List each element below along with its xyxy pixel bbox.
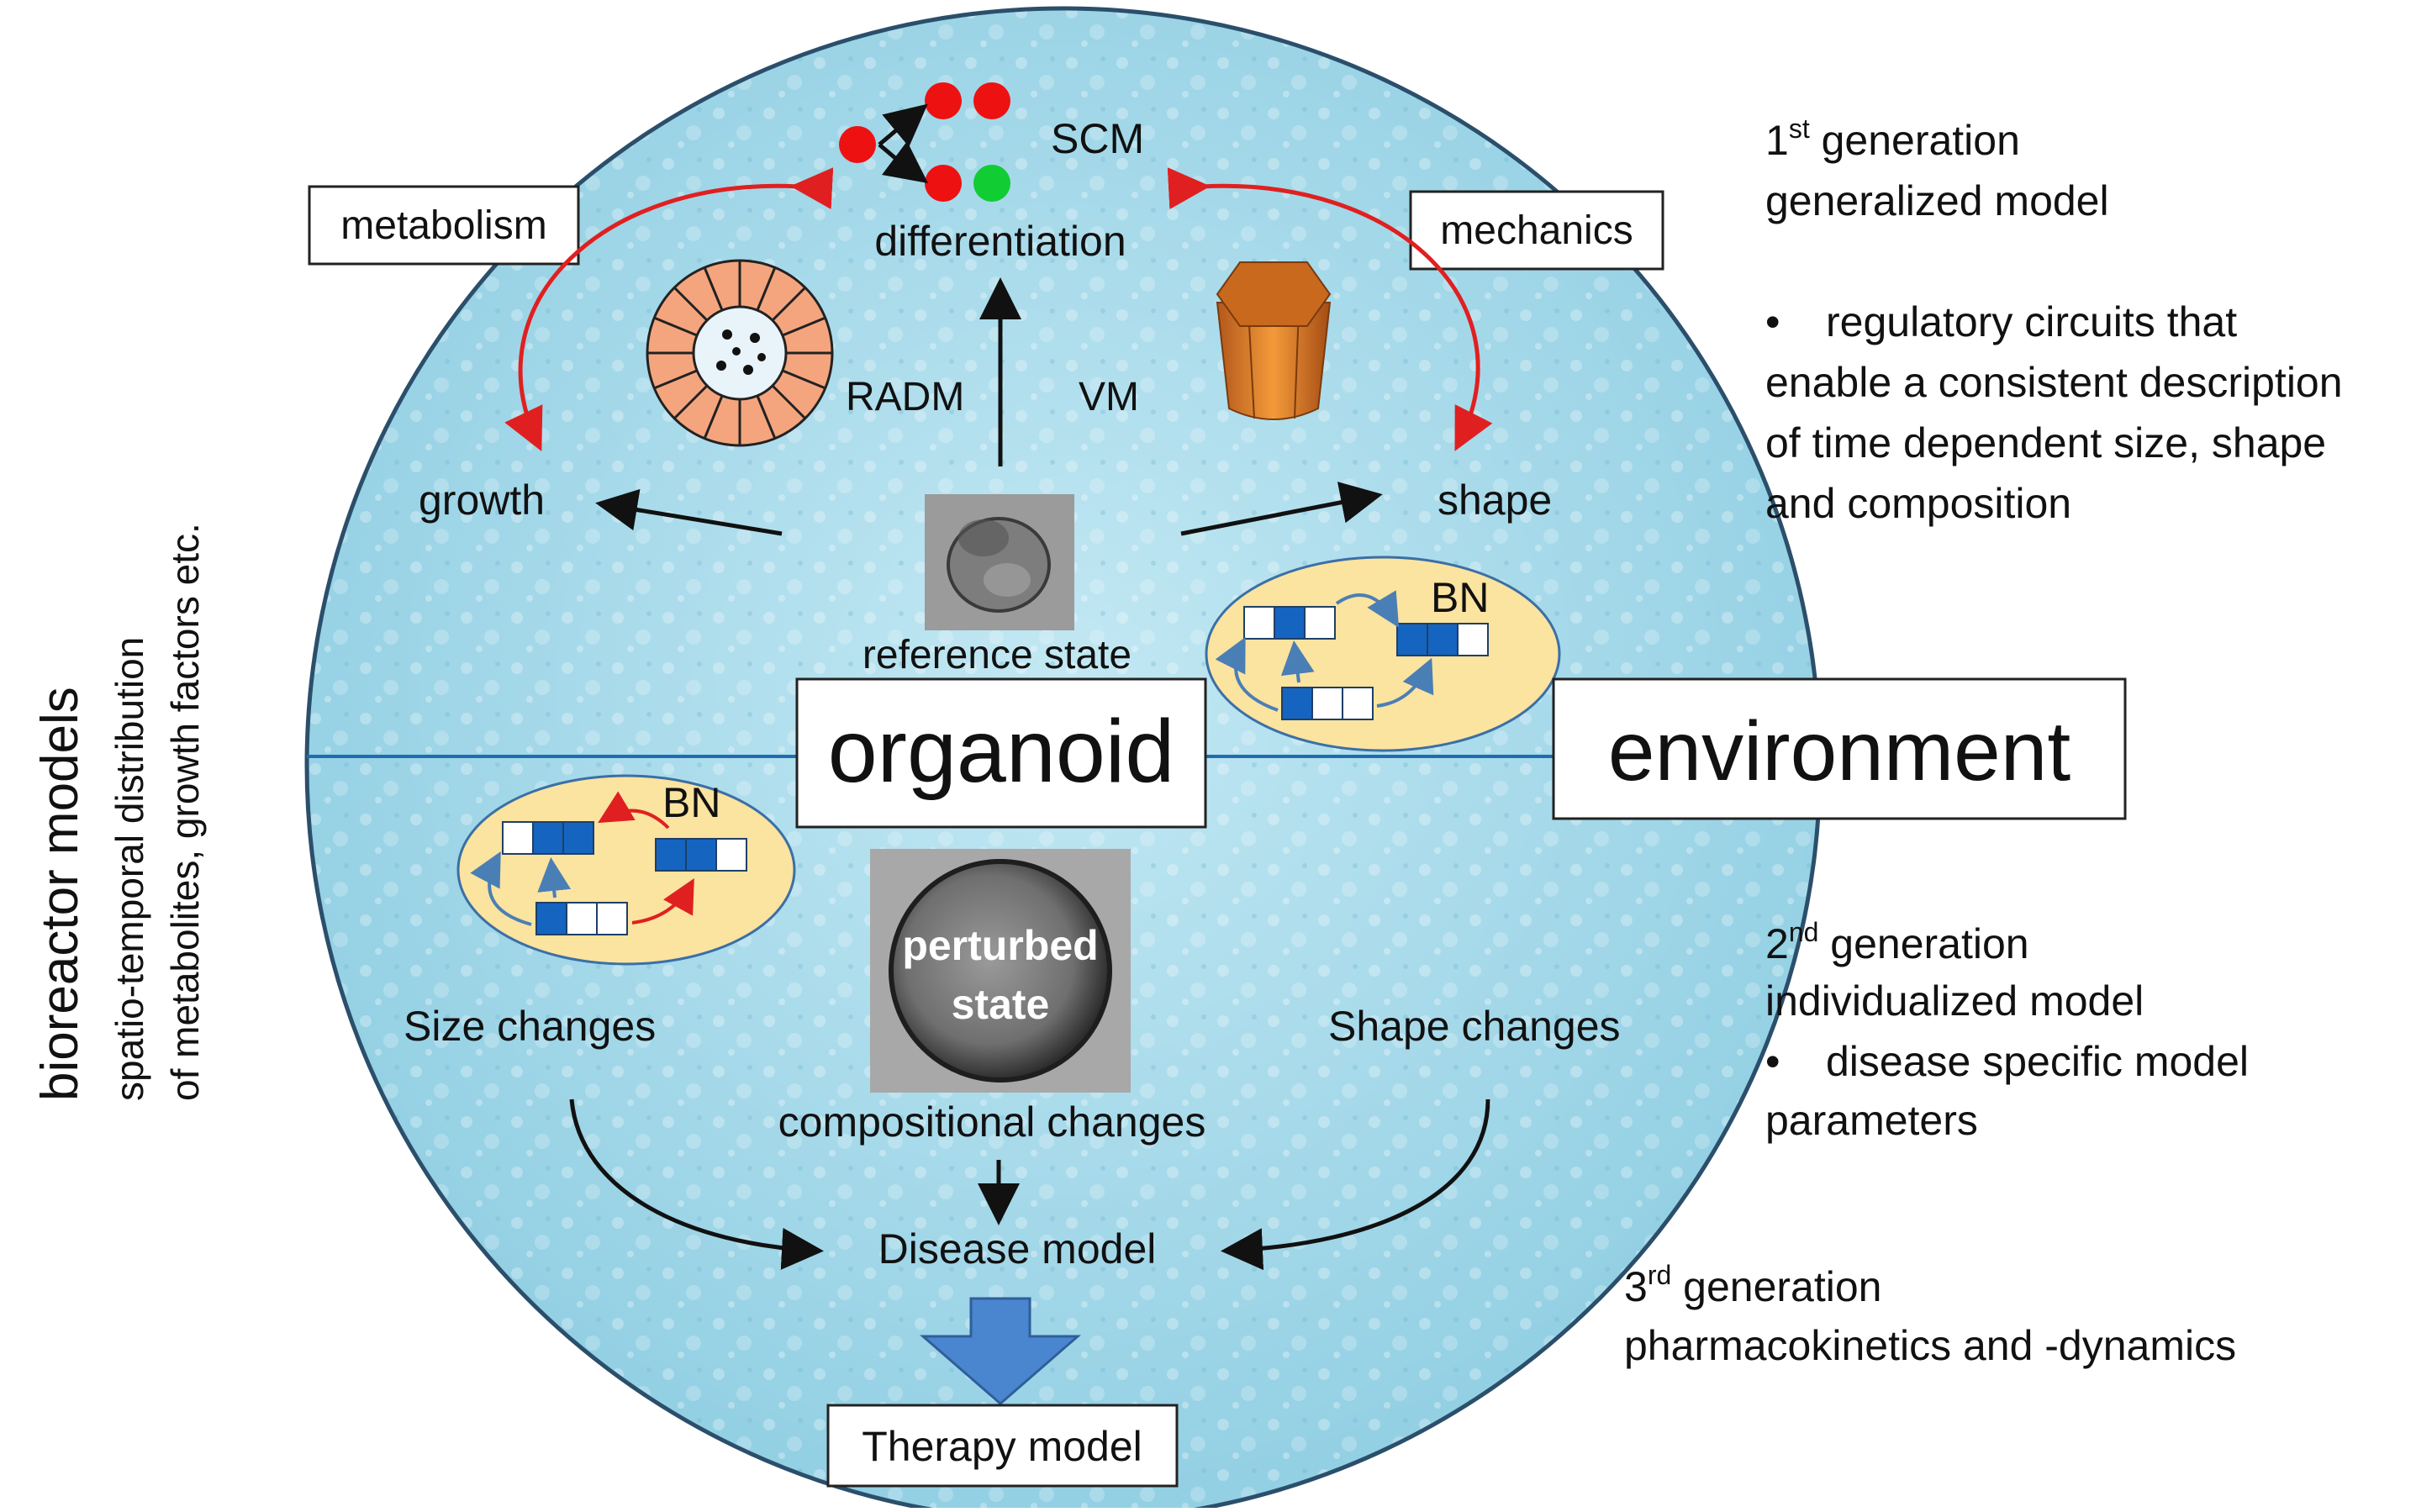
second-generation-text: 2nd generation individualized model • di… [1765,917,2249,1144]
red-arrow-right [1167,167,1493,451]
perturbed-state-image: perturbed state [870,849,1131,1093]
bioreactor-models-line1: spatio-temporal distribution [108,637,151,1101]
bioreactor-models-line2: of metabolites, growth factors etc. [163,523,207,1101]
metabolism-box: metabolism [308,185,580,266]
arrow-size-to-disease [569,1098,824,1270]
reference-state-image [925,494,1074,630]
shape-label: shape [1437,477,1552,524]
disease-model-label: Disease model [878,1225,1157,1272]
boolean-network-top: BN [1205,556,1561,752]
gen2-title: 2nd generation [1765,917,2029,967]
organoid-label: organoid [828,702,1175,801]
bn-top-label: BN [1431,574,1489,621]
first-generation-text: 1st generation generalized model • regul… [1765,113,2343,527]
bn-bottom-label: BN [662,779,720,826]
size-changes-label: Size changes [404,1003,656,1050]
vm-prism-icon [1216,261,1332,420]
gen3-title: 3rd generation [1624,1260,1881,1310]
gen1-line-3: of time dependent size, shape [1765,419,2326,466]
radm-icon [646,259,834,447]
differentiation-label: differentiation [874,218,1126,265]
environment-box: environment [1552,677,2127,820]
gen3-subtitle: pharmacokinetics and -dynamics [1624,1322,2236,1369]
gen1-title: 1st generation [1765,113,2020,164]
vm-label: VM [1079,375,1139,419]
mechanics-label: mechanics [1440,208,1633,253]
third-generation-text: 3rd generation pharmacokinetics and -dyn… [1624,1260,2236,1369]
perturbed-label-line1: perturbed [902,922,1098,969]
red-arrow-left [504,167,834,452]
reference-state-label: reference state [862,633,1132,677]
gen2-line-1: disease specific model [1826,1038,2249,1085]
radm-label: RADM [846,375,964,419]
scm-cells-icon [839,82,1010,202]
gen1-line-1: regulatory circuits that [1826,298,2237,345]
arrow-to-growth [595,488,783,536]
boolean-network-bottom: BN [456,774,796,966]
gen1-line-2: enable a consistent description [1765,359,2343,406]
environment-label: environment [1608,704,2071,798]
gen2-bullet: • [1765,1038,1780,1085]
organoid-box: organoid [795,677,1207,829]
gen1-line-4: and composition [1765,480,2071,527]
bioreactor-models-title: bioreactor models [31,687,89,1101]
growth-label: growth [419,477,545,524]
gen2-subtitle: individualized model [1765,977,2144,1025]
bioreactor-models-caption: bioreactor models spatio-temporal distri… [31,523,207,1101]
compositional-changes-label: compositional changes [778,1098,1206,1146]
scm-label: SCM [1051,115,1144,162]
metabolism-label: metabolism [340,203,546,248]
mechanics-box: mechanics [1409,190,1664,271]
shape-changes-label: Shape changes [1328,1003,1621,1050]
perturbed-label-line2: state [952,981,1050,1028]
arrow-to-shape [1180,482,1383,536]
therapy-model-label: Therapy model [862,1423,1142,1470]
gen2-line-2: parameters [1765,1097,1978,1144]
therapy-model-box: Therapy model [826,1404,1179,1488]
blue-down-arrow [919,1297,1082,1405]
gen1-subtitle: generalized model [1765,177,2109,224]
gen1-bullet: • [1765,298,1780,345]
arrow-shape-to-disease [1221,1098,1490,1271]
